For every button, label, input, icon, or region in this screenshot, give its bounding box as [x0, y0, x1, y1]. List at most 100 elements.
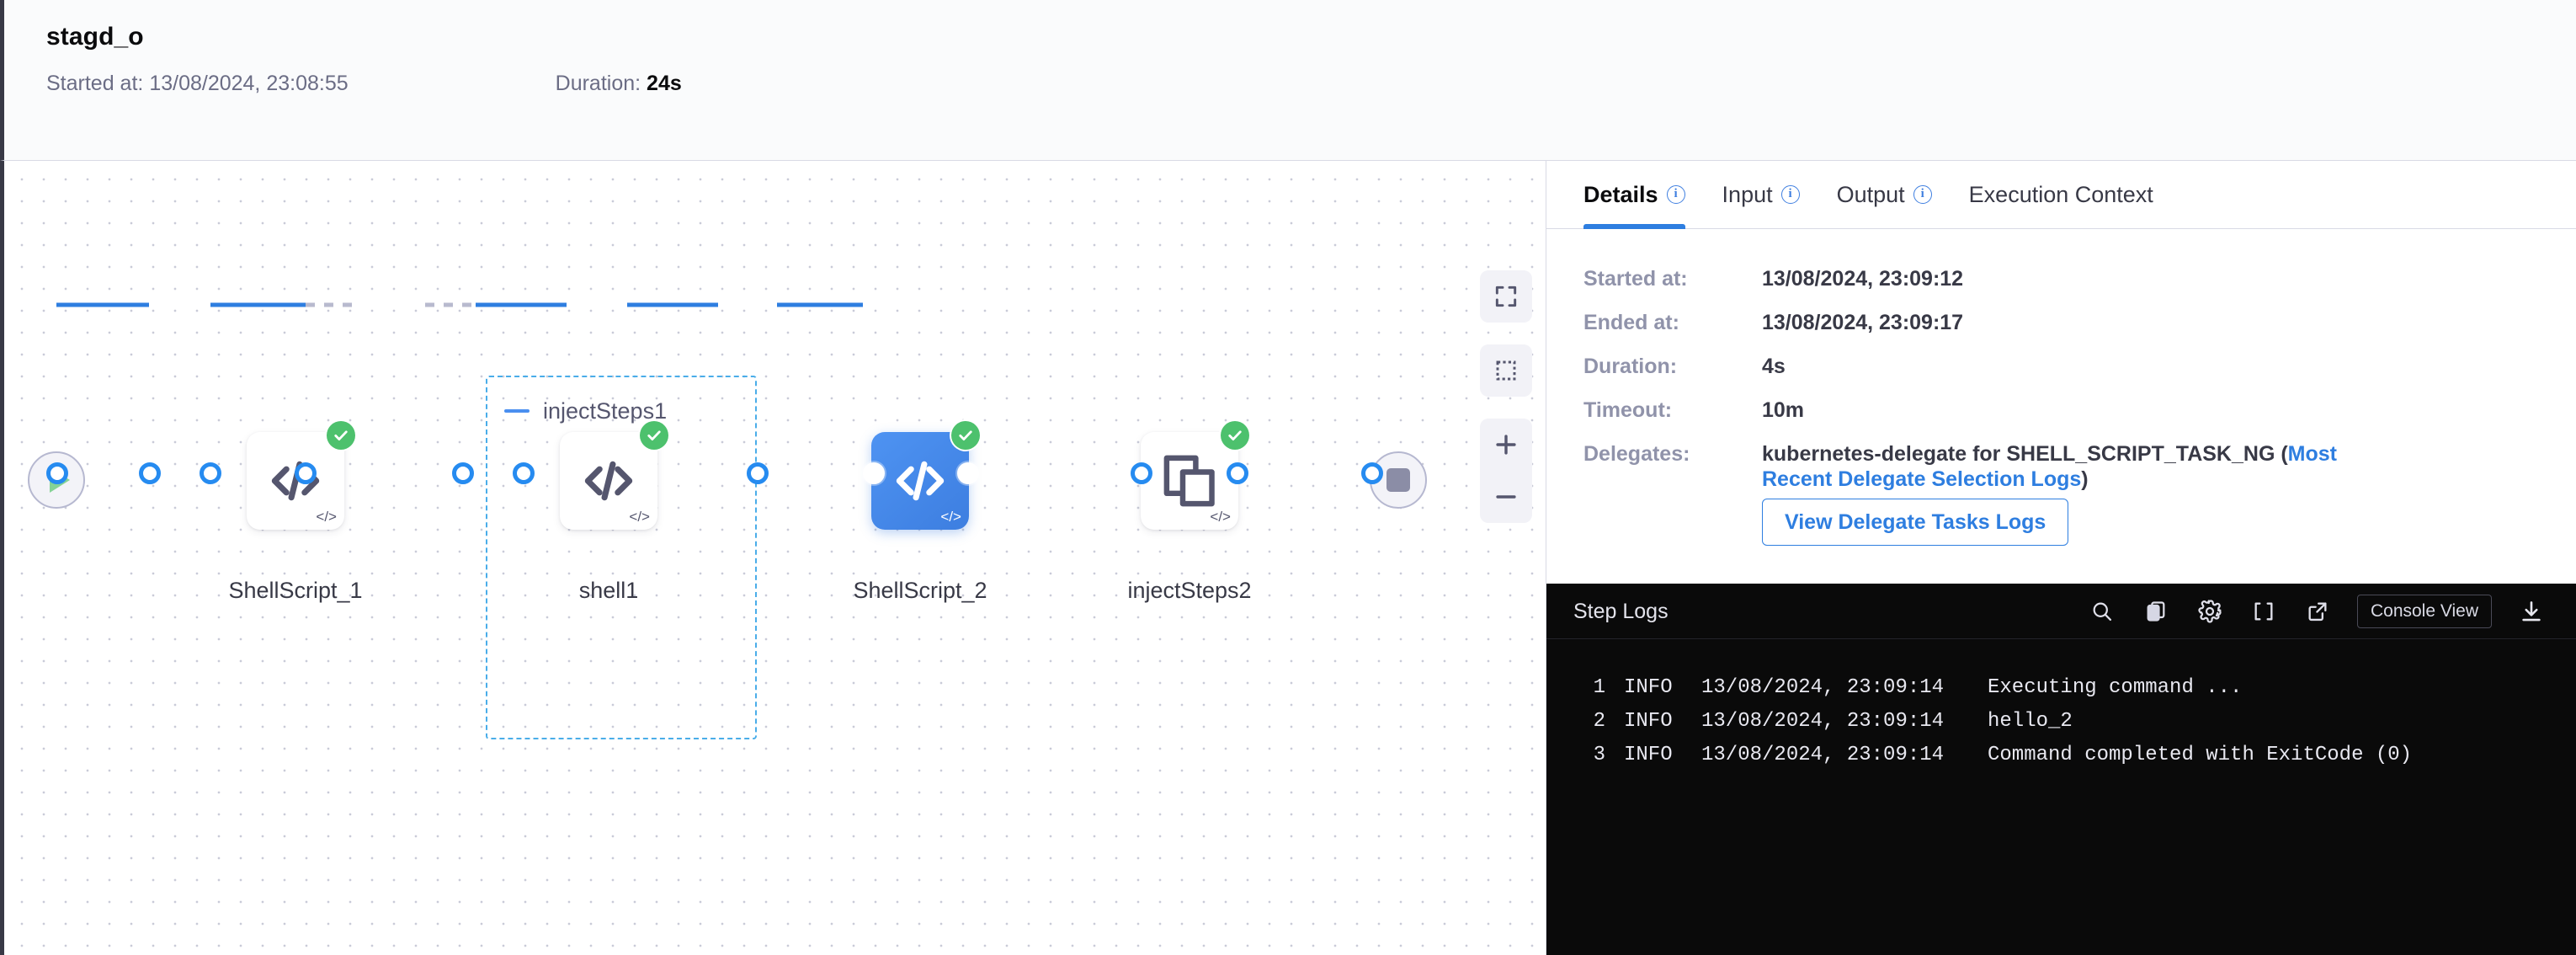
node-shell1[interactable]: </> — [560, 421, 668, 530]
dashed-square-icon — [1496, 360, 1516, 381]
check-icon — [647, 430, 661, 440]
open-in-new-tab-button[interactable] — [2303, 597, 2332, 626]
step-group-injectsteps1[interactable]: injectSteps1 — [486, 376, 757, 739]
tab-execution-context-label: Execution Context — [1968, 181, 2153, 207]
console-view-button[interactable]: Console View — [2356, 594, 2492, 628]
info-icon[interactable]: i — [1913, 185, 1932, 204]
node-label-shell1: shell1 — [578, 578, 639, 603]
log-line: 3 INFO 13/08/2024, 23:09:14 Command comp… — [1546, 739, 2576, 772]
node-label-shellscript-1: ShellScript_1 — [228, 578, 363, 603]
end-node[interactable] — [1370, 451, 1427, 509]
zoom-in-button[interactable] — [1480, 419, 1532, 471]
step-logs-body[interactable]: 1 INFO 13/08/2024, 23:09:14 Executing co… — [1546, 639, 2576, 955]
log-line-number: 3 — [1593, 744, 1605, 766]
fullscreen-icon — [2254, 602, 2273, 620]
end-node-port — [1361, 462, 1383, 484]
detail-row-duration: Duration: 4s — [1583, 354, 2539, 379]
log-line: 1 INFO 13/08/2024, 23:09:14 Executing co… — [1546, 671, 2576, 705]
started-at-label: Started at: — [46, 72, 144, 95]
copy-button[interactable] — [2142, 597, 2170, 626]
node-port-out — [513, 462, 535, 484]
selection-box-button[interactable] — [1480, 344, 1532, 397]
tab-input-label: Input — [1722, 181, 1773, 207]
detail-row-delegates: Delegates: kubernetes-delegate for SHELL… — [1583, 441, 2539, 546]
duration-label: Duration: — [555, 72, 641, 95]
status-badge-success — [1221, 421, 1249, 450]
tab-output[interactable]: Output i — [1818, 161, 1951, 228]
detail-tabs: Details i Input i Output i Execution Con… — [1546, 161, 2576, 229]
page-title: stagd_o — [46, 23, 144, 51]
header-meta: Started at: 13/08/2024, 23:08:55 Duratio… — [46, 71, 2576, 96]
page-body: injectSteps1 </> — [0, 161, 2576, 955]
detail-value: 13/08/2024, 23:09:17 — [1762, 311, 1964, 334]
gear-icon — [2198, 599, 2222, 623]
check-icon — [334, 430, 348, 440]
settings-button[interactable] — [2195, 597, 2224, 626]
detail-key: Started at: — [1583, 267, 1688, 291]
node-port-in — [452, 462, 474, 484]
log-line: 2 INFO 13/08/2024, 23:09:14 hello_2 — [1546, 705, 2576, 739]
info-icon[interactable]: i — [1780, 185, 1800, 204]
detail-value-delegates: kubernetes-delegate for SHELL_SCRIPT_TAS… — [1762, 441, 2402, 546]
duration-meta: Duration: 24s — [556, 71, 682, 96]
status-badge-success — [951, 421, 980, 450]
fullscreen-icon — [1495, 285, 1517, 307]
node-port-in — [863, 462, 885, 484]
code-icon — [896, 461, 945, 501]
tab-details[interactable]: Details i — [1583, 161, 1704, 229]
node-type-icon: </> — [1210, 509, 1231, 525]
node-shellscript-1[interactable]: </> — [247, 421, 355, 530]
log-timestamp: 13/08/2024, 23:09:14 — [1701, 744, 1945, 766]
copy-icon — [2147, 600, 2165, 622]
node-label-injectsteps2: injectSteps2 — [1127, 578, 1252, 603]
pipeline-graph-canvas[interactable]: injectSteps1 </> — [0, 161, 1546, 955]
node-type-icon: </> — [940, 509, 961, 525]
log-line-number: 2 — [1593, 710, 1605, 733]
step-logs-actions: Console View — [2088, 594, 2546, 628]
started-at-meta: Started at: 13/08/2024, 23:08:55 — [46, 71, 349, 96]
delegates-text-end: ) — [2081, 467, 2089, 491]
log-level: INFO — [1624, 710, 1673, 733]
node-port-in — [1131, 462, 1152, 484]
detail-key: Ended at: — [1583, 311, 1679, 334]
node-shellscript-2[interactable]: </> — [871, 421, 980, 530]
delegate-selection-logs-link[interactable]: Most Recent Delegate Selection Logs — [1762, 442, 2337, 491]
detail-key: Timeout: — [1583, 398, 1673, 422]
expand-logs-button[interactable] — [2249, 597, 2278, 626]
node-port-out — [1227, 462, 1248, 484]
log-level: INFO — [1624, 676, 1673, 699]
tab-output-label: Output — [1836, 181, 1905, 207]
node-injectsteps2[interactable]: </> — [1141, 421, 1249, 530]
tab-execution-context[interactable]: Execution Context — [1951, 161, 2172, 228]
tab-details-label: Details — [1583, 181, 1658, 207]
check-icon — [959, 430, 972, 440]
detail-row-started-at: Started at: 13/08/2024, 23:09:12 — [1583, 266, 2539, 291]
info-icon[interactable]: i — [1666, 185, 1685, 204]
node-type-icon: </> — [316, 509, 337, 525]
detail-row-ended-at: Ended at: 13/08/2024, 23:09:17 — [1583, 310, 2539, 335]
download-logs-button[interactable] — [2517, 597, 2546, 626]
minus-icon[interactable] — [504, 409, 530, 413]
group-header[interactable]: injectSteps1 — [504, 397, 667, 424]
zoom-out-button[interactable] — [1480, 471, 1532, 523]
minus-icon — [1496, 495, 1516, 499]
search-button[interactable] — [2088, 597, 2116, 626]
step-logs-panel: Step Logs — [1546, 584, 2576, 955]
detail-value: 4s — [1762, 355, 1786, 378]
details-section: Started at: 13/08/2024, 23:09:12 Ended a… — [1546, 229, 2576, 564]
code-icon — [271, 461, 320, 501]
search-icon — [2093, 602, 2111, 621]
status-badge-success — [327, 421, 355, 450]
duration-value: 24s — [647, 72, 682, 95]
view-delegate-tasks-logs-button[interactable]: View Delegate Tasks Logs — [1762, 499, 2069, 546]
detail-value: 13/08/2024, 23:09:12 — [1762, 267, 1964, 291]
stop-icon — [1386, 468, 1410, 492]
tab-input[interactable]: Input i — [1704, 161, 1818, 228]
fit-to-screen-button[interactable] — [1480, 270, 1532, 323]
step-logs-title: Step Logs — [1573, 599, 1669, 623]
step-logs-toolbar: Step Logs — [1546, 584, 2576, 639]
log-message: Command completed with ExitCode (0) — [1988, 744, 2413, 766]
node-port-in — [139, 462, 161, 484]
start-node-port — [46, 462, 68, 484]
